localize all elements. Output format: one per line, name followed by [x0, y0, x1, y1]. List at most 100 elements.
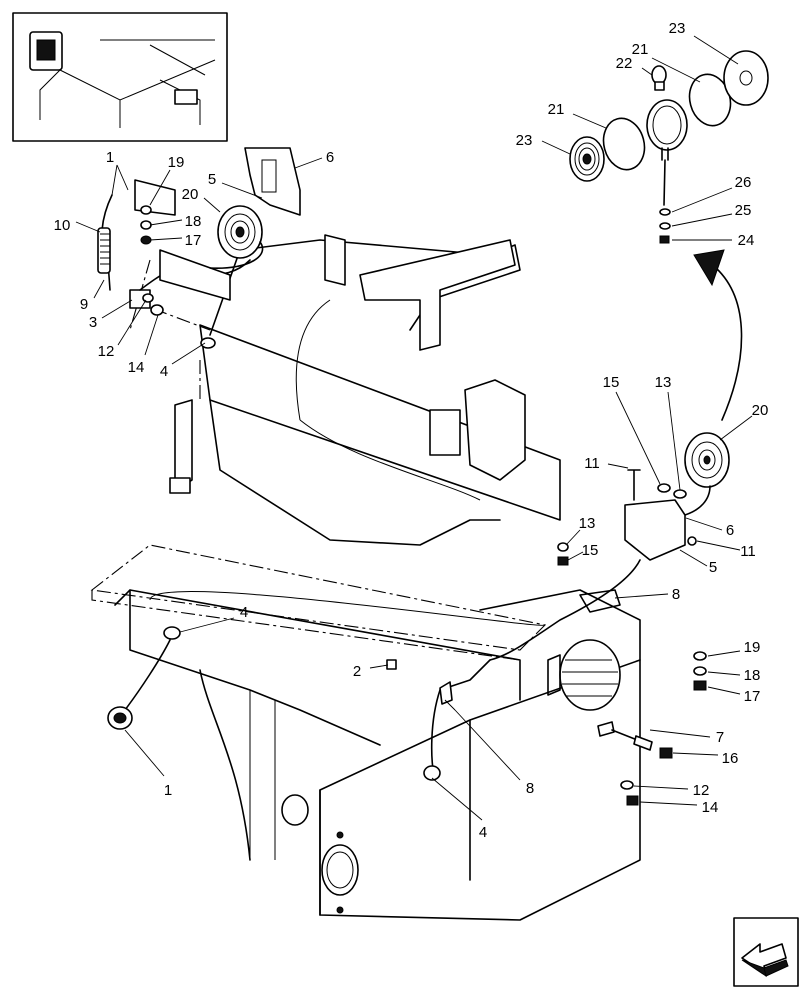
- callout-label: 23: [516, 132, 533, 149]
- upper-frame: [129, 234, 561, 546]
- navigation-arrow-box[interactable]: [733, 917, 799, 987]
- leader-line: [667, 391, 681, 491]
- lower-lamp-body: [547, 639, 621, 711]
- callout-label: 1: [106, 149, 114, 166]
- leader-line: [707, 650, 741, 657]
- leader-line: [639, 801, 698, 806]
- leader-line: [707, 671, 741, 676]
- callout-label: 4: [479, 824, 487, 841]
- leader-line: [672, 752, 719, 756]
- leader-line: [149, 169, 171, 206]
- leader-line: [707, 686, 741, 695]
- callout-label: 5: [208, 171, 216, 188]
- leader-line: [719, 415, 753, 441]
- callout-label: 21: [548, 101, 565, 118]
- leader-line: [651, 57, 701, 83]
- leader-line: [679, 549, 708, 567]
- leader-line: [615, 391, 661, 485]
- leader-line: [75, 221, 101, 233]
- leader-line: [641, 67, 653, 76]
- callout-label: 8: [526, 780, 534, 797]
- locator-inset: [12, 12, 228, 142]
- callout-label: 21: [632, 41, 649, 58]
- callout-label: 16: [722, 750, 739, 767]
- leader-line: [144, 314, 159, 356]
- callout-label: 4: [160, 363, 168, 380]
- leader-line: [671, 213, 733, 227]
- leader-line: [567, 551, 584, 561]
- leader-line: [541, 140, 571, 155]
- callout-label: 20: [182, 186, 199, 203]
- leader-line: [671, 187, 733, 213]
- lamp-lens-23-left: [569, 136, 605, 182]
- callout-label: 15: [603, 374, 620, 391]
- callout-label: 3: [89, 314, 97, 331]
- leader-line: [633, 785, 689, 790]
- lamp-hardware-stack: [659, 208, 671, 244]
- callout-label: 22: [616, 55, 633, 72]
- callout-label: 18: [185, 213, 202, 230]
- callout-label: 24: [738, 232, 755, 249]
- callout-label: 12: [693, 782, 710, 799]
- lower-left-harness: [107, 626, 397, 730]
- leader-line: [149, 237, 183, 241]
- leader-line: [572, 113, 607, 129]
- leader-line: [221, 182, 263, 199]
- leader-line: [614, 593, 669, 599]
- callout-label: 17: [744, 688, 761, 705]
- leader-line: [171, 342, 206, 365]
- leader-line: [607, 463, 629, 469]
- seal-ring-21-left: [602, 117, 646, 171]
- callout-label: 19: [168, 154, 185, 171]
- leader-line: [685, 517, 723, 531]
- lower-frame: [90, 544, 641, 921]
- leader-line: [565, 529, 581, 546]
- lamp-20-lower: [684, 432, 730, 516]
- leader-line: [93, 279, 105, 299]
- callout-label: 5: [709, 559, 717, 576]
- leader-line: [149, 219, 183, 226]
- leader-line: [111, 164, 129, 196]
- leader-line: [117, 299, 147, 346]
- callout-label: 8: [672, 586, 680, 603]
- callout-label: 17: [185, 232, 202, 249]
- callout-label: 13: [655, 374, 672, 391]
- callout-label: 10: [54, 217, 71, 234]
- leader-line: [369, 664, 389, 669]
- callout-label: 26: [735, 174, 752, 191]
- leader-line: [179, 617, 235, 633]
- callout-label: 2: [353, 663, 361, 680]
- leader-line: [649, 729, 711, 738]
- leader-line: [124, 729, 165, 777]
- callout-label: 18: [744, 667, 761, 684]
- callout-label: 20: [752, 402, 769, 419]
- callout-label: 11: [584, 455, 600, 472]
- lamp-housing: [646, 99, 688, 206]
- direction-arrow: [715, 267, 743, 421]
- callout-label: 7: [716, 729, 724, 746]
- callout-label: 4: [240, 604, 248, 621]
- lower-lamp-assembly: [423, 432, 730, 781]
- leader-line: [294, 157, 323, 169]
- lamp-exploded-view: [569, 50, 769, 421]
- direction-arrowhead: [693, 249, 725, 287]
- lamp-lens-23-right: [723, 50, 769, 106]
- callout-label: 14: [702, 799, 719, 816]
- leader-line: [444, 699, 521, 781]
- bulb-22: [651, 65, 667, 91]
- leader-line: [693, 35, 739, 65]
- callout-label: 15: [582, 542, 599, 559]
- upper-lamp-bracket: [209, 147, 301, 269]
- callout-label: 19: [744, 639, 761, 656]
- leader-line: [431, 777, 483, 821]
- callout-label: 12: [98, 343, 115, 360]
- callout-label: 14: [128, 359, 145, 376]
- callout-label: 9: [80, 296, 88, 313]
- leader-line: [101, 299, 133, 319]
- leader-line: [696, 540, 741, 551]
- callout-label: 6: [326, 149, 334, 166]
- callout-label: 23: [669, 20, 686, 37]
- callout-label: 6: [726, 522, 734, 539]
